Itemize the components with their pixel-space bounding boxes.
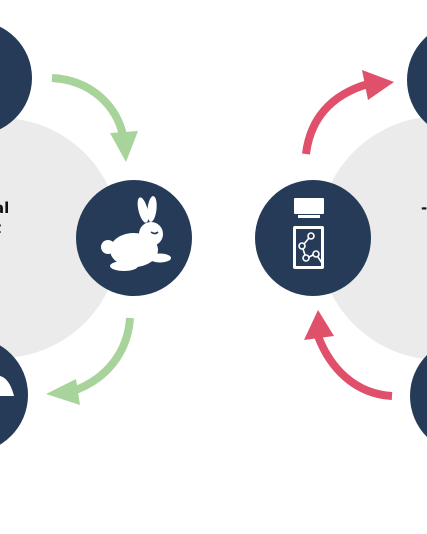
- right-label-line-1: -: [421, 199, 427, 217]
- left-bottom-node: [0, 345, 28, 445]
- right-top-arrow: [302, 70, 394, 155]
- right-bottom-arrow: [304, 310, 393, 400]
- left-top-arrow: [51, 74, 138, 162]
- partial-icon: [0, 376, 14, 396]
- left-top-node: [0, 26, 32, 130]
- left-bottom-arrow: [46, 317, 134, 405]
- right-background-circle: [318, 116, 427, 360]
- right-top-node: [407, 36, 427, 124]
- left-background-circle: [0, 118, 120, 358]
- rabbit-icon: [101, 196, 171, 271]
- monitor-clipboard-icon: [293, 198, 324, 269]
- right-bottom-node: [410, 355, 427, 437]
- left-label-line-2: t: [0, 218, 1, 238]
- left-label-line-1: al: [0, 199, 10, 217]
- monitor-icon: [294, 198, 324, 214]
